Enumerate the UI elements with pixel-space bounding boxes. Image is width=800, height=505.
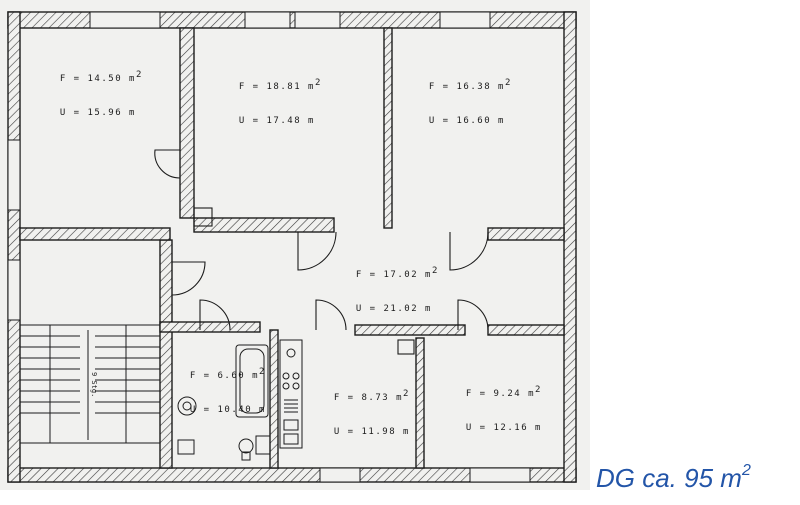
bath-perimeter: U = 10.40 m — [189, 405, 266, 415]
total-area-sup: 2 — [741, 462, 751, 479]
kitchen-perimeter: U = 11.98 m — [333, 427, 410, 437]
kitchen-area: F = 8.73 m — [333, 393, 404, 403]
kitchen-fixtures — [279, 339, 303, 449]
total-area-text: DG ca. 95 m — [596, 463, 742, 493]
room-b-area: F = 18.81 m — [238, 82, 315, 92]
total-area-caption: DG ca. 95 m2 — [596, 462, 796, 494]
bath-area: F = 6.60 m — [189, 371, 260, 381]
room-a-area: F = 14.50 m — [59, 74, 136, 84]
hall-area: F = 17.02 m — [355, 270, 432, 280]
stair-note: 9 Stg. — [90, 372, 98, 398]
windows — [7, 11, 531, 483]
room-c-perimeter: U = 16.60 m — [428, 116, 505, 126]
room-b-label: F = 18.81 m2 U = 17.48 m — [238, 78, 321, 126]
room-c-area: F = 16.38 m — [428, 82, 505, 92]
doors — [154, 149, 489, 355]
room-d-perimeter: U = 12.16 m — [465, 423, 542, 433]
hall-perimeter: U = 21.02 m — [355, 304, 432, 314]
bath-label: F = 6.60 m2 U = 10.40 m — [189, 367, 266, 415]
hall-label: F = 17.02 m2 U = 21.02 m — [355, 266, 438, 314]
bathroom-fixtures — [177, 344, 271, 461]
stairs — [19, 324, 161, 444]
room-a-perimeter: U = 15.96 m — [59, 108, 136, 118]
room-a-label: F = 14.50 m2 U = 15.96 m — [59, 70, 142, 118]
walls — [7, 11, 577, 483]
room-b-perimeter: U = 17.48 m — [238, 116, 315, 126]
room-d-area: F = 9.24 m — [465, 389, 536, 399]
room-c-label: F = 16.38 m2 U = 16.60 m — [428, 78, 511, 126]
kitchen-label: F = 8.73 m2 U = 11.98 m — [333, 389, 410, 437]
room-d-label: F = 9.24 m2 U = 12.16 m — [465, 385, 542, 433]
